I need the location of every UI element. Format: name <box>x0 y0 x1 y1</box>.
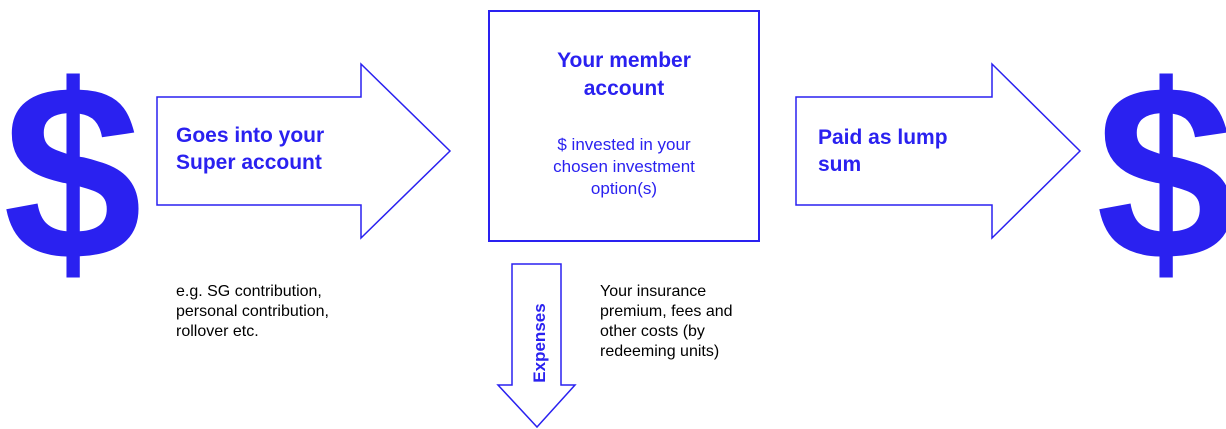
member-account-title: Your member account <box>490 47 758 103</box>
flow-out-label: Paid as lump sum <box>818 124 948 178</box>
contributions-note: e.g. SG contribution, personal contribut… <box>176 282 329 342</box>
expenses-note-line-3: other costs (by <box>600 323 705 340</box>
flow-in-label-line-1: Goes into your <box>176 124 325 147</box>
member-account-description-line-2: chosen investment <box>553 157 695 176</box>
contributions-note-line-3: rollover etc. <box>176 323 259 340</box>
member-account-description-line-1: $ invested in your <box>557 135 691 154</box>
contributions-note-line-2: personal contribution, <box>176 303 329 320</box>
flow-in-label-line-2: Super account <box>176 151 322 174</box>
member-account-description-line-3: option(s) <box>590 179 658 198</box>
contributions-note-line-1: e.g. SG contribution, <box>176 283 322 300</box>
expenses-note-line-2: premium, fees and <box>600 303 733 320</box>
dollar-sign-right-icon: $ <box>1096 33 1226 312</box>
expenses-label-text: Expenses <box>530 303 549 383</box>
arrow-expenses <box>496 263 577 429</box>
dollar-sign-left-icon: $ <box>3 33 143 312</box>
member-account-title-line-2: account <box>583 77 665 100</box>
member-account-description: $ invested in your chosen investment opt… <box>490 134 758 200</box>
expenses-note: Your insurance premium, fees and other c… <box>600 282 733 362</box>
expenses-note-line-1: Your insurance <box>600 283 707 300</box>
expenses-label: Expenses <box>520 288 560 398</box>
member-account-title-line-1: Your member <box>557 49 691 72</box>
arrow-into-account <box>156 62 452 240</box>
flow-in-label: Goes into your Super account <box>176 122 324 176</box>
flow-out-label-line-1: Paid as lump <box>818 126 948 149</box>
expenses-note-line-4: redeeming units) <box>600 343 720 360</box>
arrow-paid-out <box>795 62 1082 240</box>
member-account-box: Your member account $ invested in your c… <box>488 10 760 242</box>
flow-out-label-line-2: sum <box>818 153 862 176</box>
